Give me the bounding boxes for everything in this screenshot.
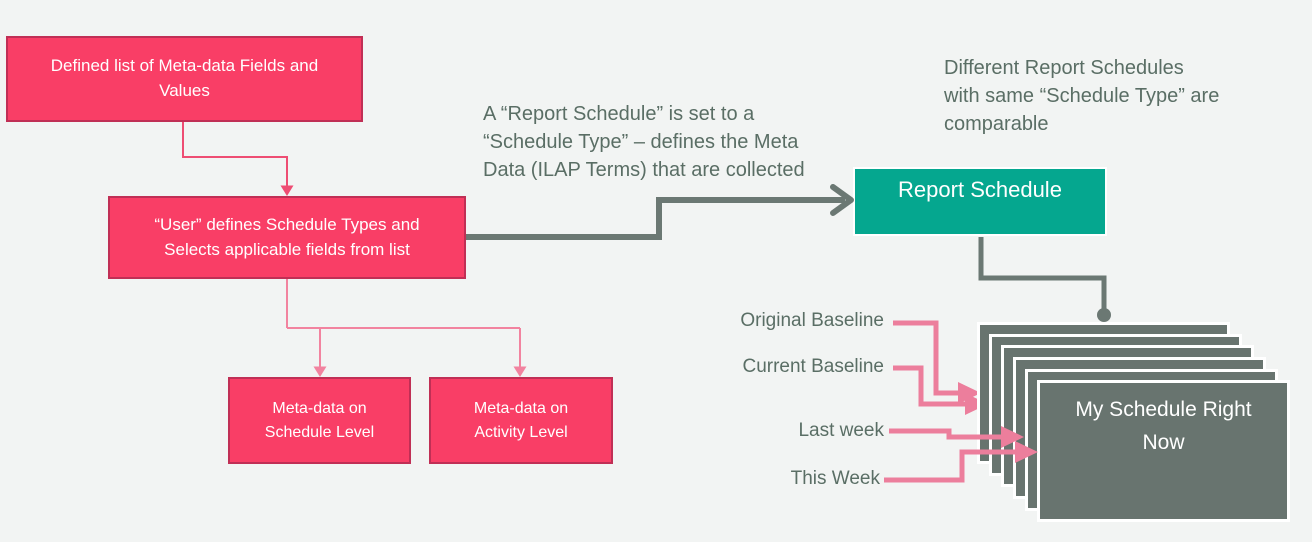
box-report-schedule-label: Report Schedule <box>898 177 1062 202</box>
annotation-line: Different Report Schedules <box>944 57 1184 79</box>
box-defined-list: Defined list of Meta-data Fields and Val… <box>6 36 363 122</box>
box-meta-activity-level-label: Meta-data on Activity Level <box>473 400 569 441</box>
annotation-report-schedule-set-to: A “Report Schedule” is set to a “Schedul… <box>483 100 863 184</box>
annotation-line: Data (ILAP Terms) that are collected <box>483 159 805 181</box>
connector-reportschedule-to-stack <box>978 237 1111 322</box>
annotation-line: “Schedule Type” – defines the Meta <box>483 131 799 153</box>
arrow-original-baseline <box>893 320 981 404</box>
connector-user-to-metadata-branch <box>286 279 527 377</box>
annotation-line: with same “Schedule Type” are <box>944 85 1220 107</box>
box-meta-activity-level: Meta-data on Activity Level <box>429 377 613 464</box>
label-last-week: Last week <box>798 420 884 441</box>
connector-definedlist-to-user-arrow <box>182 122 294 196</box>
label-current-baseline: Current Baseline <box>742 356 884 377</box>
box-user-defines-label: “User” defines Schedule Types and Select… <box>154 214 420 259</box>
box-user-defines: “User” defines Schedule Types and Select… <box>108 196 466 279</box>
arrow-current-baseline <box>893 365 988 415</box>
connector-user-to-reportschedule-arrow <box>466 184 854 240</box>
annotation-comparable: Different Report Schedules with same “Sc… <box>944 54 1274 138</box>
schedule-card-front-label: My Schedule Right Now <box>1075 398 1252 454</box>
schedule-card-front: My Schedule Right Now <box>1037 380 1290 522</box>
box-meta-schedule-level-label: Meta-data on Schedule Level <box>264 400 375 441</box>
annotation-line: comparable <box>944 113 1049 135</box>
annotation-line: A “Report Schedule” is set to a <box>483 103 755 125</box>
label-this-week: This Week <box>790 468 880 489</box>
box-report-schedule: Report Schedule <box>853 167 1107 236</box>
label-original-baseline: Original Baseline <box>740 310 884 331</box>
box-defined-list-label: Defined list of Meta-data Fields and Val… <box>50 56 319 100</box>
box-meta-schedule-level: Meta-data on Schedule Level <box>228 377 411 464</box>
